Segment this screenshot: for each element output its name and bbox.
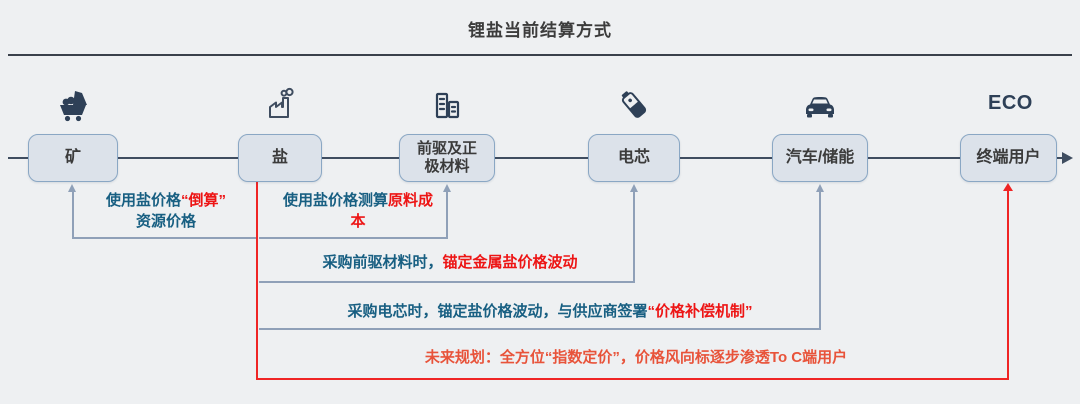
eco-label: ECO	[988, 92, 1033, 114]
bracket-row1-horizontal	[72, 237, 257, 239]
bracket-row3-horizontal	[259, 281, 635, 283]
red-bracket-horizontal	[256, 378, 1009, 380]
arrow-up-to-mine-icon	[68, 184, 76, 192]
annotation2-blue-text: 使用盐价格测算	[282, 192, 388, 209]
node-mine: 矿	[28, 134, 118, 182]
bracket-row2-vertical	[446, 191, 448, 239]
node-precursor-cathode: 前驱及正 极材料	[399, 134, 495, 182]
annotation1-blue-text: 使用盐价格	[105, 192, 181, 209]
red-bracket-enduser-vertical	[1007, 191, 1009, 380]
bracket-row4-horizontal	[259, 328, 821, 330]
chain-end-arrow-icon	[1062, 152, 1073, 164]
arrow-up-to-precursor-icon	[442, 184, 451, 192]
arrow-up-to-cell-icon	[629, 184, 638, 192]
red-arrow-up-to-enduser-icon	[1003, 183, 1013, 191]
buildings-icon	[427, 86, 467, 124]
bracket-row1-vertical	[72, 191, 74, 239]
annotation4-red-text: “价格补偿机制”	[647, 303, 753, 320]
page-title: 锂盐当前结算方式	[468, 21, 612, 40]
bracket-row3-vertical	[633, 191, 635, 283]
battery-icon	[614, 86, 654, 124]
annotation4-blue-text: 采购电芯时，锚定盐价格波动，与供应商签署	[347, 303, 648, 320]
bracket-row4-vertical	[819, 191, 821, 330]
annotation2-red-text: 原料成本	[350, 192, 434, 230]
annotation3-red-text: 锚定金属盐价格波动	[442, 254, 578, 271]
node-auto-storage: 汽车/储能	[772, 134, 868, 182]
node-salt: 盐	[238, 134, 322, 182]
bracket-row2-horizontal	[259, 237, 448, 239]
annotation-backcalc-resource-price: 使用盐价格“倒算” 资源价格	[85, 190, 247, 232]
annotation3-blue-text: 采购前驱材料时，	[322, 254, 443, 271]
node-cell: 电芯	[588, 134, 680, 182]
annotation-future-plan: 未来规划：全方位“指数定价”，价格风向标逐步渗透To C端用户	[424, 349, 848, 366]
annotation1-red-text: “倒算”	[181, 192, 227, 209]
arrow-up-to-auto-icon	[815, 184, 824, 192]
annotation1-line2-text: 资源价格	[135, 213, 196, 230]
red-bracket-salt-vertical	[256, 182, 258, 380]
title-divider	[8, 54, 1072, 56]
mine-cart-icon	[53, 86, 93, 124]
chain-line	[8, 157, 1064, 159]
car-icon	[800, 86, 840, 124]
annotation-estimate-material-cost: 使用盐价格测算原料成本	[279, 190, 437, 232]
annotation-precursor-purchase: 采购前驱材料时，锚定金属盐价格波动	[280, 252, 620, 273]
annotation-cell-purchase: 采购电芯时，锚定盐价格波动，与供应商签署“价格补偿机制”	[308, 301, 792, 322]
node-end-user: 终端用户	[960, 134, 1057, 182]
factory-icon	[260, 86, 300, 124]
